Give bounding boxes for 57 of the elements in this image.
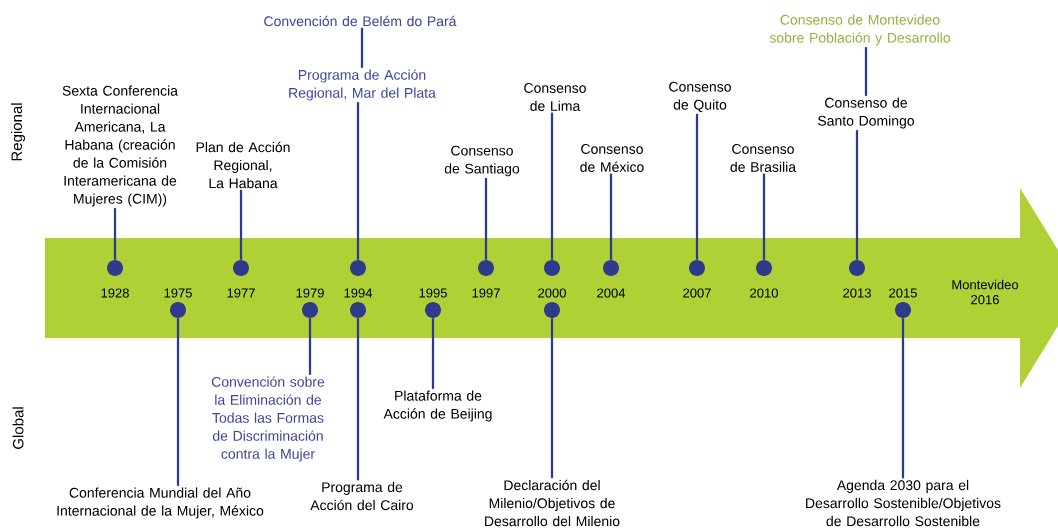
event-label: Consenso de Santo Domingo [818,97,915,129]
event-label: Declaración del Milenio/Objetivos de Desarrollo del Milenio [485,479,620,527]
axis-label: Global [12,407,24,449]
year-label: 1994 [344,288,373,298]
year-label: 2015 [889,288,917,298]
leader-line [855,130,859,260]
event-label: Agenda 2030 para el Desarrollo Sostenible/Objetivos de Desarrollo Sostenible [806,479,1001,527]
timeline-dot [350,260,366,276]
year-label: 1997 [472,288,500,298]
leader-line [239,189,243,260]
axis-label: Regional [11,103,25,161]
leader-line [113,208,117,260]
event-label: Convención de Belém do Pará [264,15,457,27]
timeline-dot [603,260,619,276]
leader-line [360,27,364,68]
timeline-dot [895,302,911,318]
leader-line [609,173,613,260]
timeline-dot [756,260,772,276]
timeline-dot [425,302,441,318]
timeline-dot [544,302,560,318]
leader-line [356,318,360,481]
event-label: Plataforma de Acción de Beijing [383,390,492,422]
event-label: Consenso de Lima [524,83,586,111]
leader-line [431,318,435,389]
timeline-dot [849,260,865,276]
leader-line [484,177,488,260]
event-label: Convención sobre la Eliminación de Todas las Formas de Discriminación contra la Mujer [211,376,325,462]
event-label: Consenso de Quito [669,81,731,113]
event-label: Programa de Acción del Cairo [310,481,414,511]
year-label: 2013 [843,288,871,298]
leader-line [308,318,312,375]
event-label: Consenso de México [580,144,644,172]
timeline-dot [689,260,705,276]
leader-line [176,318,180,486]
event-label: Conferencia Mundial del Año Internacional de la Mujer, México [57,487,264,519]
leader-line [550,112,554,260]
timeline-dot [478,260,494,276]
year-label: 2000 [538,288,566,298]
timeline-dot [107,260,123,276]
timeline-dot [544,260,560,276]
event-label: Consenso de Santiago [444,145,520,177]
timeline-dot [350,302,366,318]
event-label: Programa de Acción Regional, Mar del Plata [289,69,436,101]
event-label: Sexta Conferencia Internacional Americana, La Habana (creación de la Comisión Interamericana de Mujeres (CIM)) [62,85,178,207]
event-label: Consenso de Brasilia [730,144,797,172]
event-label: Plan de Acción Regional, La Habana [196,141,290,189]
leader-line [864,47,868,96]
timeline-dot [170,302,186,318]
event-label: Consenso de Montevideo sobre Población y Desarrollo [769,14,950,46]
timeline-dot [302,302,318,318]
leader-line [550,318,554,479]
leader-line [901,318,905,479]
timeline-dot [233,260,249,276]
leader-line [356,102,360,260]
timeline-end-label: Montevideo 2016 [952,279,1019,305]
leader-line [762,173,766,260]
leader-line [695,113,699,260]
